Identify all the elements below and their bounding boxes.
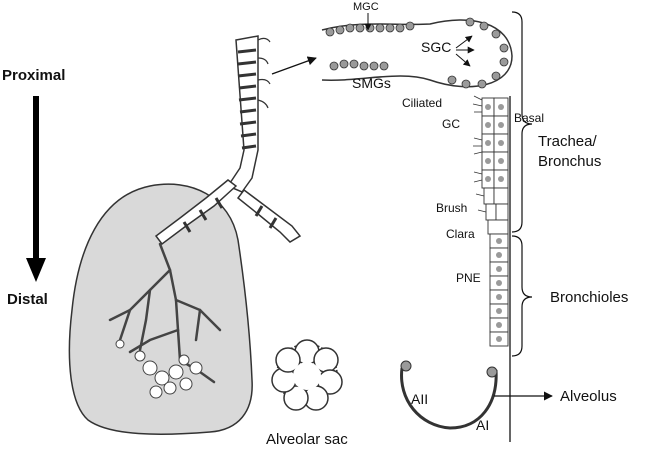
clara-label: Clara	[446, 227, 475, 241]
trachea-glands	[257, 37, 271, 109]
brush-label: Brush	[436, 201, 467, 215]
sgc-arrow-down	[455, 53, 471, 67]
bronchus-label: Bronchus	[538, 153, 601, 170]
bronchus-cartilage	[182, 197, 278, 233]
right-main-bronchus	[236, 188, 302, 243]
pne-label: PNE	[456, 271, 481, 285]
sgc-arrow-up	[455, 35, 473, 49]
axis-arrow-head	[26, 258, 46, 282]
lung-lobe	[68, 183, 253, 435]
bronchioles-label: Bronchioles	[550, 289, 628, 306]
alveolus-wall	[400, 367, 498, 430]
type-ii-cell	[400, 360, 412, 372]
epithelial-nuclei	[485, 104, 504, 342]
alveolar-sac-label: Alveolar sac	[266, 431, 348, 448]
alveolus-label: Alveolus	[560, 388, 617, 405]
trachea-bronchus-bracket	[511, 11, 533, 233]
proximal-distal-axis: Proximal Distal	[2, 67, 65, 308]
proximal-label: Proximal	[2, 67, 65, 84]
epithelial-cells	[481, 97, 509, 347]
alveolar-sac	[271, 339, 343, 411]
alveolar-clusters	[115, 339, 203, 399]
ciliated-label: Ciliated	[402, 96, 442, 110]
smgs-label: SMGs	[352, 75, 391, 91]
mgc-label: MGC	[353, 1, 379, 13]
basal-label: Basal	[514, 111, 544, 125]
distal-label: Distal	[7, 291, 48, 308]
trachea	[226, 35, 259, 193]
lung-illustration	[68, 35, 302, 435]
left-main-bronchus	[154, 179, 238, 246]
alveolus: AII AI	[400, 360, 498, 433]
trachea-cartilage-rings	[237, 48, 257, 150]
bronchioles-bracket	[511, 235, 533, 357]
submucosal-gland: MGC SGC SMGs	[321, 1, 513, 91]
sgc-label: SGC	[421, 39, 451, 55]
ai-label: AI	[476, 417, 489, 433]
airway-epithelium-column: Ciliated GC Basal Brush Clara PNE	[402, 95, 544, 442]
trachea-label: Trachea/	[538, 133, 597, 150]
aii-label: AII	[411, 391, 428, 407]
trachea-to-smgs-arrow	[271, 56, 317, 75]
type-ii-cell-2	[486, 366, 498, 378]
gc-label: GC	[442, 117, 460, 131]
cilia	[472, 95, 487, 213]
